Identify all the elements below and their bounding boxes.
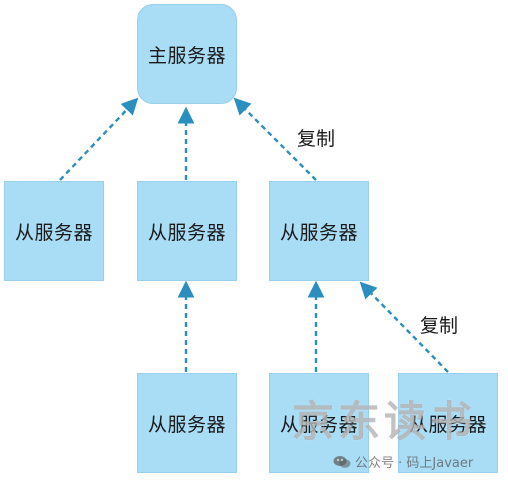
replicate-label-bottom: 复制 <box>420 315 459 337</box>
slave-server-label: 从服务器 <box>147 221 226 244</box>
slave-server-label: 从服务器 <box>408 413 487 436</box>
slave-server-node-2: 从服务器 <box>137 181 237 281</box>
slave-server-label: 从服务器 <box>14 221 93 244</box>
edge-slave1-to-master <box>59 97 139 181</box>
edge-slave6-to-slave3 <box>359 281 449 373</box>
slave-server-label: 从服务器 <box>147 413 226 436</box>
edge-slave3-to-master <box>233 97 317 181</box>
slave-server-node-6: 从服务器 <box>398 373 498 473</box>
slave-server-node-3: 从服务器 <box>269 181 369 281</box>
master-server-node: 主服务器 <box>137 4 237 104</box>
slave-server-node-4: 从服务器 <box>137 373 237 473</box>
master-server-label: 主服务器 <box>147 44 226 67</box>
replicate-label-top: 复制 <box>297 128 336 150</box>
slave-server-label: 从服务器 <box>279 221 358 244</box>
slave-server-label: 从服务器 <box>279 413 358 436</box>
slave-server-node-1: 从服务器 <box>4 181 104 281</box>
slave-server-node-5: 从服务器 <box>269 373 369 473</box>
